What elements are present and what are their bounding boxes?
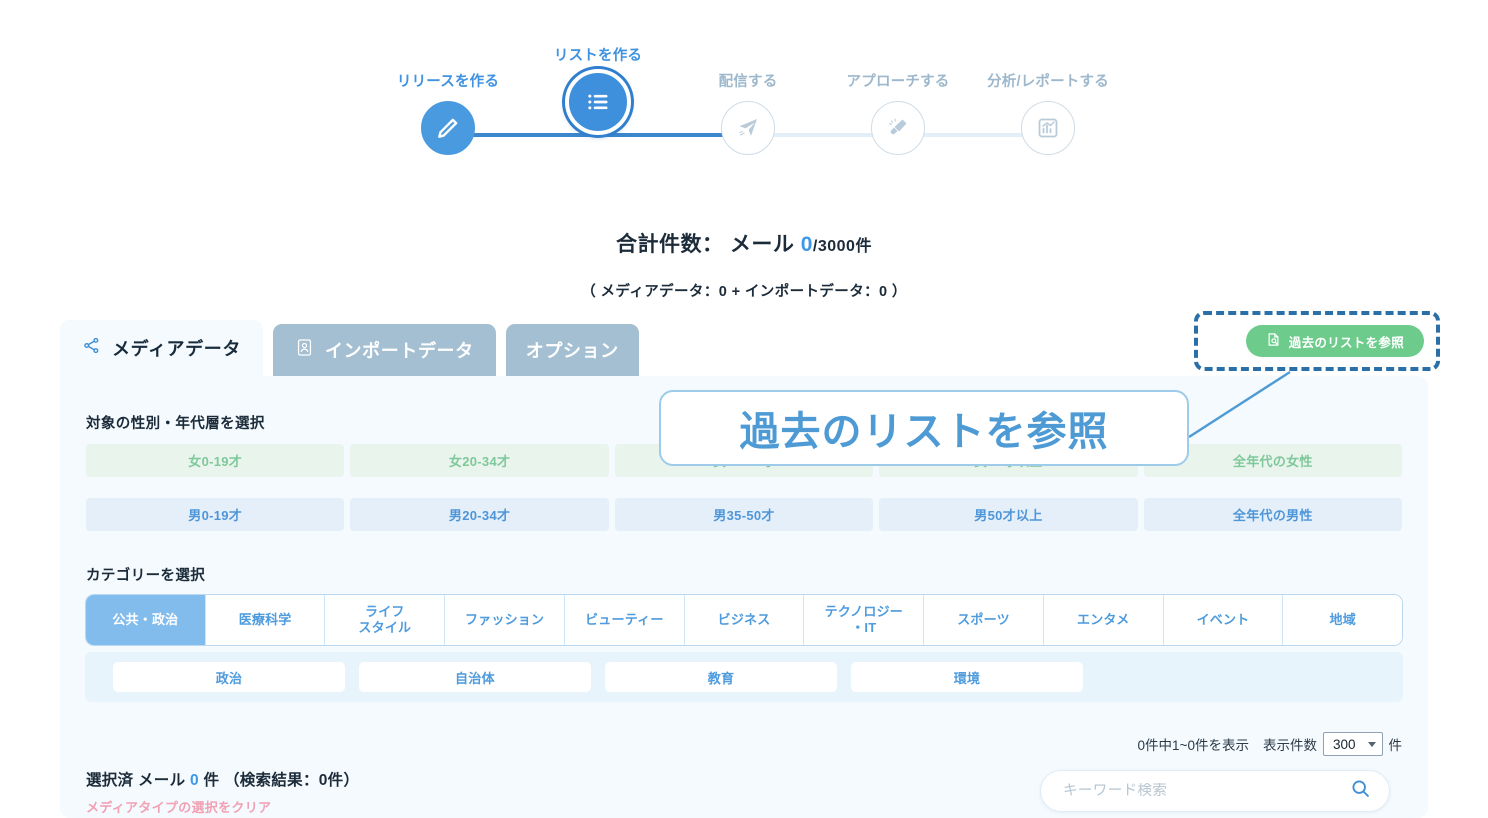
count-breakdown: （ メディアデータ：0 + インポートデータ：0 ） xyxy=(581,284,907,300)
total-count-divider: / xyxy=(812,238,818,255)
category-tab-bar: 公共・政治 医療科学 ライフ スタイル ファッション ビューティー ビジネス テ… xyxy=(85,594,1403,646)
stepper-label-release: リリースを作る xyxy=(396,74,500,90)
clear-media-type-link[interactable]: メディアタイプの選択をクリア xyxy=(86,800,272,815)
category-tab-beauty[interactable]: ビューティー xyxy=(564,595,685,645)
id-card-icon xyxy=(295,338,314,362)
annotation-callout: 過去のリストを参照 xyxy=(659,390,1189,466)
chart-icon xyxy=(1021,101,1075,155)
stepper-step-approach[interactable]: アプローチする xyxy=(823,70,973,155)
count-summary: 合計件数： メール 0/3000件 （ メディアデータ：0 + インポートデータ… xyxy=(0,228,1488,301)
tab-options[interactable]: オプション xyxy=(505,324,639,376)
annotation-callout-text: 過去のリストを参照 xyxy=(739,410,1109,454)
annotation-highlight-box xyxy=(1194,311,1440,371)
selected-suffix: 件 （検索結果：0件） xyxy=(198,772,360,789)
subcategory-education[interactable]: 教育 xyxy=(605,662,837,692)
category-tab-sports[interactable]: スポーツ xyxy=(924,595,1044,645)
subcategory-environment[interactable]: 環境 xyxy=(851,662,1083,692)
total-count-prefix: 合計件数： メール xyxy=(616,233,801,256)
chip-male-35-50[interactable]: 男35-50才 xyxy=(614,498,874,531)
per-page-label: 表示件数 xyxy=(1262,738,1317,753)
subcategory-politics[interactable]: 政治 xyxy=(113,662,345,692)
progress-stepper: リリースを作る リストを作る 配信する xyxy=(0,0,1488,190)
total-count-current: 0 xyxy=(800,233,813,256)
category-tab-public-politics[interactable]: 公共・政治 xyxy=(86,595,206,645)
subcategory-band: 政治 自治体 教育 環境 xyxy=(85,652,1403,702)
category-tab-medical[interactable]: 医療科学 xyxy=(205,595,326,645)
stepper-step-analytics[interactable]: 分析/レポートする xyxy=(973,70,1123,155)
stepper-connector-3 xyxy=(746,133,898,137)
share-nodes-icon xyxy=(82,336,101,360)
stepper-connector-1 xyxy=(448,133,600,137)
paging-range-text: 0件中1~0件を表示 xyxy=(1137,738,1249,753)
category-title: カテゴリーを選択 xyxy=(86,568,206,584)
chip-female-0-19[interactable]: 女0-19才 xyxy=(86,444,345,477)
chip-male-20-34[interactable]: 男20-34才 xyxy=(350,498,609,531)
stepper-step-deliver[interactable]: 配信する xyxy=(673,70,823,155)
total-count-unit: 件 xyxy=(855,238,872,255)
category-tab-business[interactable]: ビジネス xyxy=(684,595,805,645)
male-age-row: 男0-19才 男20-34才 男35-50才 男50才以上 全年代の男性 xyxy=(86,498,1403,531)
stepper-connector-2 xyxy=(596,133,748,137)
search-input[interactable] xyxy=(1063,783,1350,799)
tab-media-data[interactable]: メディアデータ xyxy=(60,320,263,376)
subcategory-municipality[interactable]: 自治体 xyxy=(359,662,591,692)
category-tab-entertainment[interactable]: エンタメ xyxy=(1043,595,1164,645)
selection-status: 選択済 メール 0 件 （検索結果：0件） メディアタイプの選択をクリア xyxy=(86,768,359,816)
search-box[interactable] xyxy=(1040,770,1390,812)
category-tab-event[interactable]: イベント xyxy=(1163,595,1284,645)
selected-count-line: 選択済 メール 0 件 （検索結果：0件） xyxy=(86,768,359,790)
stepper-label-analytics: 分析/レポートする xyxy=(987,74,1109,90)
media-data-panel: 対象の性別・年代層を選択 女0-19才 女20-34才 女35-50才 女50才… xyxy=(60,376,1428,818)
category-tab-region[interactable]: 地域 xyxy=(1283,595,1402,645)
chip-male-all[interactable]: 全年代の男性 xyxy=(1143,498,1403,531)
pencil-icon xyxy=(421,101,475,155)
chip-male-0-19[interactable]: 男0-19才 xyxy=(86,498,345,531)
tab-import-data[interactable]: インポートデータ xyxy=(272,324,496,376)
chip-female-all[interactable]: 全年代の女性 xyxy=(1143,444,1403,477)
send-icon xyxy=(721,101,775,155)
chevron-down-icon xyxy=(1367,741,1376,747)
search-icon[interactable] xyxy=(1350,778,1371,804)
per-page-select[interactable]: 300 xyxy=(1322,732,1383,756)
chip-male-50-up[interactable]: 男50才以上 xyxy=(879,498,1138,531)
tab-options-label: オプション xyxy=(525,341,619,361)
selected-count: 0 xyxy=(190,772,199,789)
selected-prefix: 選択済 メール xyxy=(86,772,191,789)
category-tab-label: 公共・政治 xyxy=(112,611,179,627)
stepper-step-release[interactable]: リリースを作る xyxy=(373,70,523,155)
total-count-total: 3000 xyxy=(817,238,856,255)
stepper-step-list[interactable]: リストを作る xyxy=(523,44,673,135)
stepper-label-approach: アプローチする xyxy=(846,74,950,90)
document-search-icon xyxy=(1266,332,1281,350)
per-page-group: 表示件数 300 件 xyxy=(1263,732,1402,756)
tab-media-data-label: メディアデータ xyxy=(112,339,241,359)
stepper-label-deliver: 配信する xyxy=(718,74,778,90)
megaphone-icon xyxy=(871,101,925,155)
reference-past-list-button[interactable]: 過去のリストを参照 xyxy=(1245,325,1424,357)
list-icon xyxy=(565,69,631,135)
tab-import-data-label: インポートデータ xyxy=(324,341,474,361)
total-count-line: 合計件数： メール 0/3000件 xyxy=(0,228,1488,258)
per-page-value: 300 xyxy=(1332,736,1356,752)
data-source-tabs: メディアデータ インポートデータ オプション xyxy=(60,320,639,376)
chip-female-20-34[interactable]: 女20-34才 xyxy=(350,444,609,477)
stepper-connector-4 xyxy=(896,133,1048,137)
demographics-title: 対象の性別・年代層を選択 xyxy=(86,416,265,432)
reference-past-list-label: 過去のリストを参照 xyxy=(1288,335,1404,350)
stepper-label-list: リストを作る xyxy=(553,48,643,64)
category-tab-fashion[interactable]: ファッション xyxy=(445,595,565,645)
per-page-unit: 件 xyxy=(1388,738,1403,753)
category-tab-lifestyle[interactable]: ライフ スタイル xyxy=(325,595,446,645)
category-tab-technology[interactable]: テクノロジー ・IT xyxy=(804,595,925,645)
paging-bar: 0件中1~0件を表示 表示件数 300 件 xyxy=(1138,732,1402,756)
